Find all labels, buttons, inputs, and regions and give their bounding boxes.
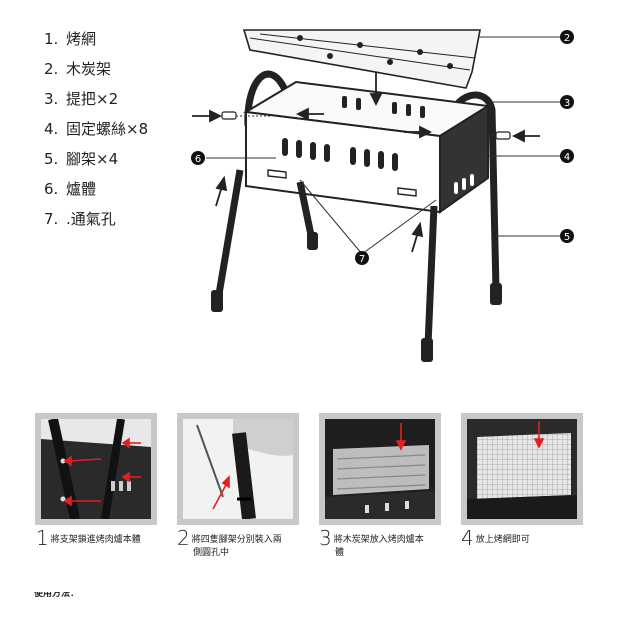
grill-legs xyxy=(214,109,500,346)
svg-text:6: 6 xyxy=(195,154,201,165)
callout-3: 3 xyxy=(560,95,574,109)
step-number: 1 xyxy=(36,526,49,550)
parts-list-item: 1.烤網 xyxy=(44,30,97,48)
svg-text:7: 7 xyxy=(359,254,365,265)
parts-list-item: 6.爐體 xyxy=(44,180,97,198)
step-1-photo xyxy=(35,413,157,525)
step-4-photo xyxy=(461,413,583,525)
svg-text:4: 4 xyxy=(564,152,570,163)
callout-6: 6 xyxy=(191,151,205,165)
callout-4: 4 xyxy=(560,149,574,163)
grill-body xyxy=(242,80,491,214)
step-number: 4 xyxy=(461,526,474,550)
svg-text:5: 5 xyxy=(564,232,570,243)
grill-exploded-diagram: 2 3 4 5 6 7 xyxy=(191,29,574,362)
step-number: 3 xyxy=(319,526,332,550)
svg-text:3: 3 xyxy=(564,98,570,109)
step-3-photo xyxy=(319,413,441,525)
parts-list-item: 4.固定螺絲×8 xyxy=(44,120,149,138)
parts-list-item: 5.腳架×4 xyxy=(44,150,119,168)
usage-heading-cropped: 使用方法： xyxy=(34,589,80,599)
svg-text:2: 2 xyxy=(564,33,570,44)
step-2-photo xyxy=(177,413,299,525)
parts-list-item: 2.木炭架 xyxy=(44,60,112,78)
parts-list-item: 7..通氣孔 xyxy=(44,210,116,228)
parts-list-item: 3.提把×2 xyxy=(44,90,119,108)
callout-2: 2 xyxy=(560,30,574,44)
step-number: 2 xyxy=(177,526,190,550)
callout-7: 7 xyxy=(355,251,369,265)
parts-list: 1.烤網 2.木炭架 3.提把×2 4.固定螺絲×8 5.腳架×4 6.爐體 7… xyxy=(44,24,148,234)
callout-5: 5 xyxy=(560,229,574,243)
grill-grate xyxy=(242,29,481,89)
